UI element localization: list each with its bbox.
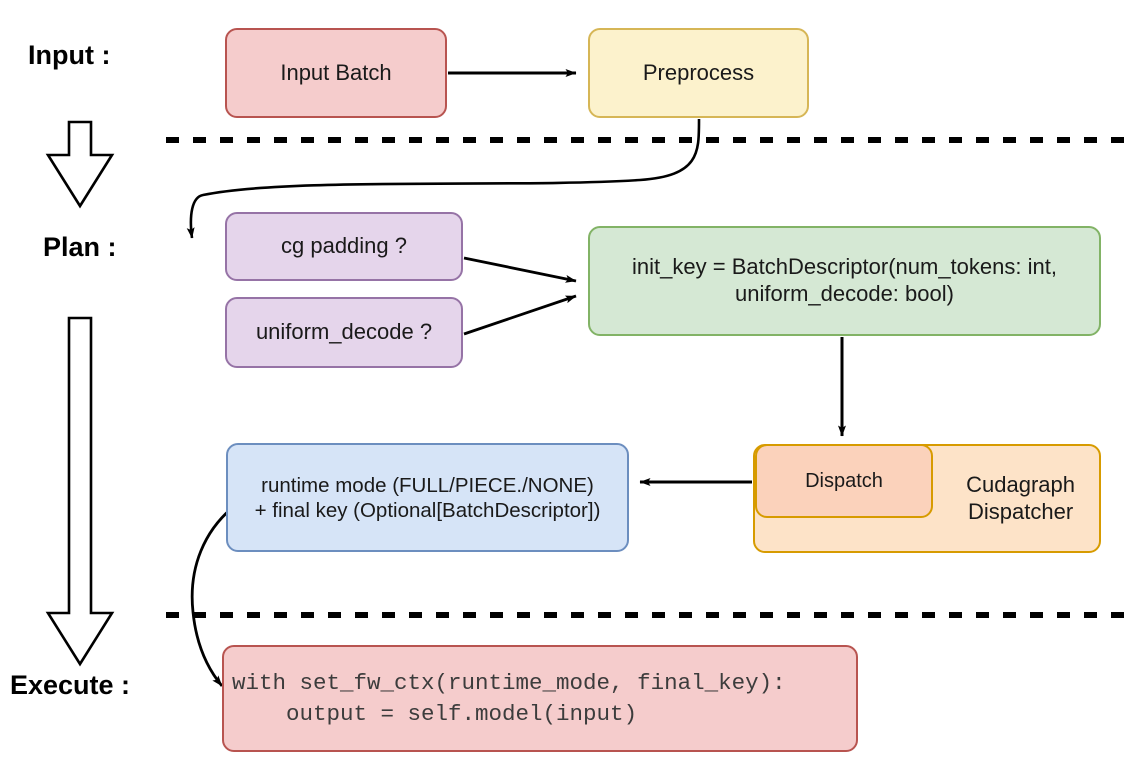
stage-label-execute: Execute : bbox=[10, 670, 131, 700]
input-to-plan-flow-arrow bbox=[45, 120, 115, 209]
plan-to-execute-flow-arrow bbox=[45, 316, 115, 667]
stage-label-plan: Plan : bbox=[43, 232, 117, 262]
node-uniform-decode[interactable]: uniform_decode ? bbox=[225, 297, 463, 368]
edge-cg-padding-to-init-key bbox=[463, 256, 577, 283]
edge-uniform-decode-to-init-key bbox=[463, 294, 577, 336]
node-dispatch[interactable]: Dispatch bbox=[755, 444, 933, 518]
node-input-batch[interactable]: Input Batch bbox=[225, 28, 447, 118]
node-cg-padding[interactable]: cg padding ? bbox=[225, 212, 463, 281]
node-preprocess[interactable]: Preprocess bbox=[588, 28, 809, 118]
node-runtime-mode[interactable]: runtime mode (FULL/PIECE./NONE) + final … bbox=[226, 443, 629, 552]
stage-label-input: Input : bbox=[28, 40, 111, 70]
node-init-key[interactable]: init_key = BatchDescriptor(num_tokens: i… bbox=[588, 226, 1101, 336]
node-exec-code[interactable]: with set_fw_ctx(runtime_mode, final_key)… bbox=[222, 645, 858, 752]
